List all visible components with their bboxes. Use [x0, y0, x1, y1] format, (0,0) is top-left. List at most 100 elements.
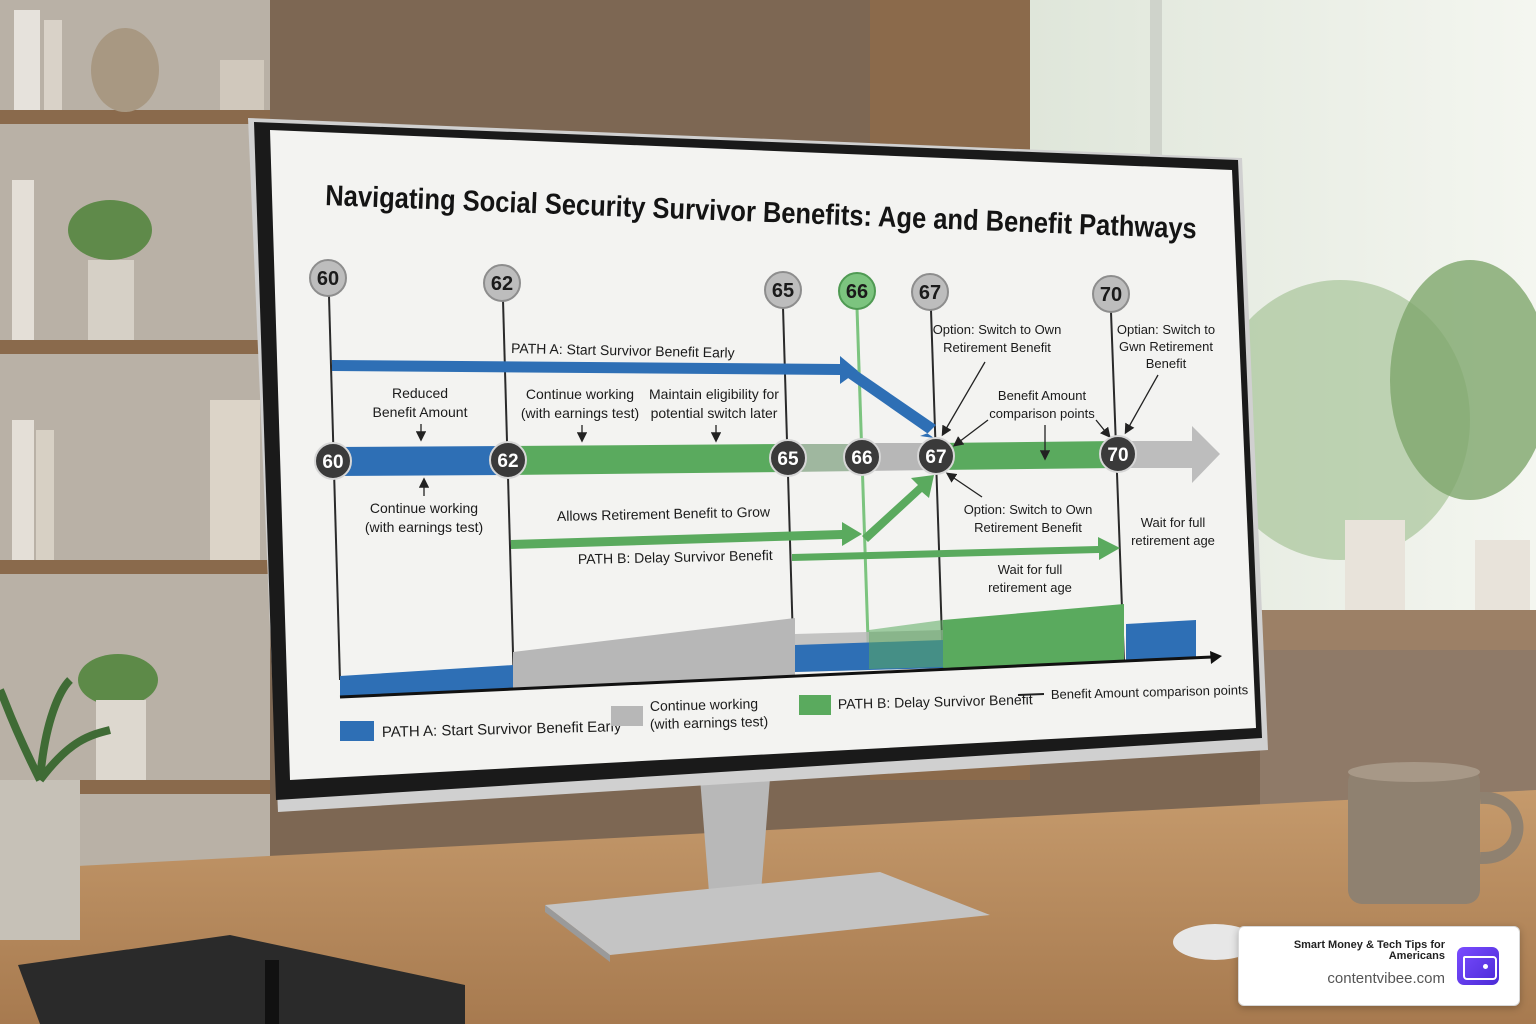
notebook [18, 935, 465, 1024]
option-switch-70-line-3: Benefit [1146, 356, 1187, 371]
plant-pot [0, 780, 80, 940]
timeline-badge-70: 70 [1099, 435, 1137, 473]
maintain-eligibility-line-2: potential switch later [651, 405, 778, 421]
path-b-label: PATH B: Delay Survivor Benefit [578, 547, 773, 567]
legend-item-path-b: PATH B: Delay Survivor Benefit [799, 691, 1033, 715]
monitor-stand [545, 778, 990, 962]
guide-line-70 [1110, 311, 1125, 663]
main-timeline [333, 426, 1220, 483]
age-guide-lines [328, 295, 1125, 689]
annotations: Reduced Benefit Amount Continue working … [365, 322, 1215, 595]
legend-label-continue-line-2: (with earnings test) [650, 713, 769, 732]
legend-swatch-path-a [340, 721, 374, 741]
wallet-icon [1457, 947, 1499, 985]
svg-text:66: 66 [851, 448, 872, 469]
area-path-b-delay [943, 604, 1124, 668]
timeline-segment-delay [936, 441, 1118, 470]
wait-full-right-line-2: retirement age [1131, 533, 1215, 548]
timeline-badge-62: 62 [489, 441, 527, 479]
continue-working-top-line-1: Continue working [526, 386, 634, 402]
diagram-legend: PATH A: Start Survivor Benefit Early Con… [340, 682, 1249, 741]
wait-full-right-line-1: Wait for full [1141, 515, 1206, 530]
timeline-arrow-end [1118, 426, 1220, 483]
top-age-badge-66: 66 [838, 272, 876, 310]
legend-swatch-continue-working [611, 706, 643, 726]
svg-text:60: 60 [322, 452, 343, 473]
svg-text:62: 62 [497, 451, 518, 472]
guide-line-66 [855, 307, 871, 671]
area-own-retirement [1126, 620, 1196, 662]
mouse [1173, 924, 1257, 960]
watermark-badge: Smart Money & Tech Tips for Americans co… [1238, 926, 1520, 1006]
top-age-badge-62: 62 [483, 264, 521, 302]
legend-swatch-path-b [799, 695, 831, 715]
wait-full-mid-line-2: retirement age [988, 580, 1072, 595]
maintain-eligibility-line-1: Maintain eligibility for [649, 386, 779, 402]
timeline-badge-67: 67 [917, 437, 955, 475]
guide-line-60 [328, 295, 341, 681]
path-a-arrow: PATH A: Start Survivor Benefit Early [332, 340, 936, 438]
coffee-mug [1348, 762, 1524, 904]
allows-growth-label: Allows Retirement Benefit to Grow [557, 504, 771, 524]
timeline-segment-transition [788, 444, 862, 472]
area-path-a-early [340, 665, 513, 697]
legend-item-path-a: PATH A: Start Survivor Benefit Early [340, 718, 622, 741]
watermark-domain: contentvibee.com [1327, 970, 1445, 987]
plant-leaves [0, 677, 111, 783]
timeline-age-badges: 60 62 65 66 67 70 [314, 435, 1137, 480]
comparison-pointer-right [1095, 419, 1111, 439]
continue-working-top-line-2: (with earnings test) [521, 405, 639, 421]
option-switch-67-top-line-1: Option: Switch to Own [933, 322, 1062, 337]
svg-text:62: 62 [491, 273, 513, 295]
benefit-comparison-line-2: comparison points [989, 406, 1095, 421]
timeline-badge-60: 60 [314, 442, 352, 480]
benefit-pathways-diagram: Navigating Social Security Survivor Bene… [309, 180, 1249, 741]
svg-text:67: 67 [919, 282, 941, 304]
timeline-segment-path-a [333, 446, 508, 476]
top-age-badge-67: 67 [911, 273, 949, 311]
legend-line-comparison [1017, 693, 1045, 696]
reduced-benefit-line-1: Reduced [392, 385, 448, 401]
option-switch-70-pointer [1124, 374, 1159, 435]
legend-item-continue-working: Continue working (with earnings test) [611, 695, 768, 732]
wait-full-mid-line-1: Wait for full [998, 562, 1063, 577]
svg-text:70: 70 [1100, 284, 1122, 306]
svg-text:70: 70 [1107, 445, 1128, 466]
legend-label-continue-line-1: Continue working [650, 695, 759, 714]
continue-working-bottom-line-2: (with earnings test) [365, 519, 483, 535]
svg-text:67: 67 [925, 447, 946, 468]
area-continue-working [513, 618, 795, 688]
timeline-segment-continue [862, 443, 936, 471]
timeline-badge-65: 65 [769, 439, 807, 477]
x-axis-line [339, 655, 1213, 699]
continue-working-bottom-line-1: Continue working [370, 500, 478, 516]
path-a-label: PATH A: Start Survivor Benefit Early [511, 340, 735, 361]
option-switch-70-line-1: Optian: Switch to [1117, 322, 1215, 337]
benefit-comparison-line-1: Benefit Amount [998, 388, 1087, 403]
option-switch-67-bottom-pointer [945, 472, 983, 498]
reduced-benefit-line-2: Benefit Amount [373, 404, 468, 420]
top-age-badge-70: 70 [1092, 275, 1130, 313]
option-switch-67-bottom-line-2: Retirement Benefit [974, 520, 1082, 535]
option-switch-67-top-pointer [941, 361, 986, 437]
legend-label-path-b: PATH B: Delay Survivor Benefit [838, 691, 1033, 712]
comparison-pointer-left [952, 419, 989, 447]
svg-text:65: 65 [777, 449, 799, 470]
watermark-tagline: Smart Money & Tech Tips for Americans [1293, 939, 1445, 962]
svg-text:66: 66 [846, 281, 868, 303]
top-age-badge-60: 60 [309, 259, 347, 297]
bottom-benefit-area [339, 604, 1222, 699]
top-age-badges: 60 62 65 66 67 70 [309, 259, 1130, 313]
x-axis-arrowhead [1210, 651, 1222, 664]
top-age-badge-65: 65 [764, 271, 802, 309]
legend-label-path-a: PATH A: Start Survivor Benefit Early [382, 718, 622, 741]
svg-text:65: 65 [772, 280, 794, 302]
legend-label-comparison: Benefit Amount comparison points [1051, 682, 1249, 702]
option-switch-67-bottom-line-1: Option: Switch to Own [964, 502, 1093, 517]
timeline-badge-66: 66 [843, 438, 881, 476]
svg-text:60: 60 [317, 268, 339, 290]
option-switch-67-top-line-2: Retirement Benefit [943, 340, 1051, 355]
area-overlap-66 [869, 620, 943, 669]
path-b-arrows: PATH B: Delay Survivor Benefit Allows Re… [511, 475, 1120, 567]
